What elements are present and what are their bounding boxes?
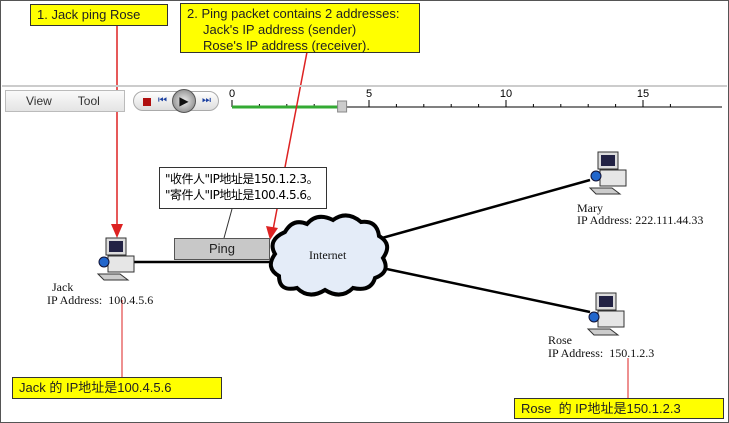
- note-jack-ip: Jack 的 IP地址是100.4.5.6: [12, 377, 222, 399]
- timeline-slider-handle[interactable]: [337, 100, 348, 113]
- link-mary: [381, 178, 591, 240]
- computer-icon-jack[interactable]: [96, 237, 135, 281]
- mary-ip: IP Address: 222.111.44.33: [577, 213, 704, 227]
- timeline-tick-label: 5: [366, 88, 372, 100]
- arrow-head-2: [266, 226, 278, 240]
- rose-ip: IP Address: 150.1.2.3: [548, 346, 655, 360]
- stop-icon[interactable]: [143, 98, 151, 106]
- link-rose: [381, 266, 591, 314]
- step2-line3: Rose's IP address (receiver).: [203, 38, 370, 53]
- ping-packet[interactable]: Ping: [174, 238, 270, 260]
- skip-back-icon[interactable]: ⏮: [158, 95, 167, 106]
- player-controls: ⏮ ▶ ⏭: [133, 89, 219, 113]
- packet-info-line1: "收件人"IP地址是150.1.2.3。: [165, 172, 319, 186]
- note-rose-ip: Rose 的 IP地址是150.1.2.3: [514, 398, 724, 419]
- internet-label: Internet: [309, 248, 347, 262]
- timeline-tick-label: 0: [229, 88, 235, 100]
- note-step2: 2. Ping packet contains 2 addresses: Jac…: [180, 3, 420, 53]
- jack-name: Jack: [52, 280, 74, 294]
- internet-cloud: [268, 213, 390, 297]
- note-step1: 1. Jack ping Rose: [30, 4, 168, 26]
- menu-bar: View Tool: [5, 90, 125, 112]
- arrow-head-1: [111, 224, 123, 238]
- toolbar-divider: [2, 85, 727, 87]
- packet-info-line2: "寄件人"IP地址是100.4.5.6。: [165, 188, 319, 202]
- step2-line1: 2. Ping packet contains 2 addresses:: [187, 6, 400, 21]
- computer-icon-mary[interactable]: [588, 151, 627, 195]
- mary-name: Mary: [577, 201, 603, 215]
- menu-tool[interactable]: Tool: [77, 94, 100, 108]
- jack-ip: IP Address: 100.4.5.6: [47, 293, 154, 307]
- menu-view[interactable]: View: [26, 94, 52, 108]
- info-connector: [223, 208, 233, 239]
- computer-icon-rose[interactable]: [586, 292, 625, 336]
- skip-forward-icon[interactable]: ⏭: [202, 95, 211, 106]
- packet-info-box: "收件人"IP地址是150.1.2.3。 "寄件人"IP地址是100.4.5.6…: [159, 167, 327, 209]
- rose-name: Rose: [548, 333, 572, 347]
- timeline-tick-label: 10: [500, 88, 512, 100]
- play-icon[interactable]: ▶: [172, 89, 196, 113]
- step2-line2: Jack's IP address (sender): [203, 22, 357, 37]
- timeline: 0 5 10 15: [229, 88, 722, 113]
- timeline-tick-label: 15: [637, 88, 649, 100]
